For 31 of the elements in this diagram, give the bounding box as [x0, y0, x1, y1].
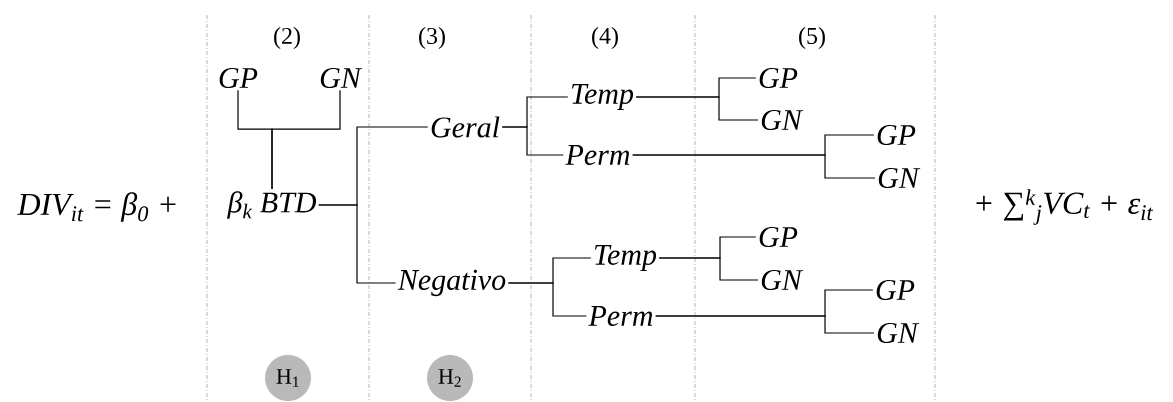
- term-label: GN: [877, 322, 920, 344]
- connector: [635, 96, 759, 121]
- term-label: GN: [761, 109, 804, 131]
- term-label: GN: [320, 67, 363, 89]
- term-label: GP: [876, 279, 915, 301]
- column-number: (3): [419, 27, 445, 49]
- connector: [658, 257, 759, 281]
- equation-term: + ∑$^{k}$$_{j}$VC$_{t}$ + ε$_{it}$: [976, 189, 1154, 225]
- term-label: GN: [761, 269, 804, 291]
- term-label: GP: [759, 226, 798, 248]
- column-number: (5): [799, 27, 825, 49]
- term-label: Negativo: [397, 269, 506, 297]
- term-label: GP: [219, 67, 258, 89]
- column-number: (2): [274, 27, 300, 49]
- equation-term: DIV$_{it}$ = β$_{0}$ +: [17, 192, 176, 222]
- connector: [655, 315, 875, 334]
- term-label: GN: [878, 167, 921, 189]
- term-label: Perm: [565, 145, 630, 165]
- term-label: GP: [877, 124, 916, 146]
- term-label: Temp: [572, 84, 634, 110]
- term-label: Perm: [588, 306, 653, 326]
- term-label: Temp: [595, 245, 657, 271]
- connector: [271, 89, 341, 190]
- term-label: Geral: [431, 116, 500, 138]
- column-number: (4): [592, 27, 618, 49]
- term-label: β$_{k}$ BTD: [227, 191, 317, 219]
- term-label: GP: [759, 67, 798, 89]
- connector: [318, 204, 397, 284]
- connector: [501, 126, 564, 156]
- connector: [507, 282, 587, 317]
- connector: [632, 154, 876, 179]
